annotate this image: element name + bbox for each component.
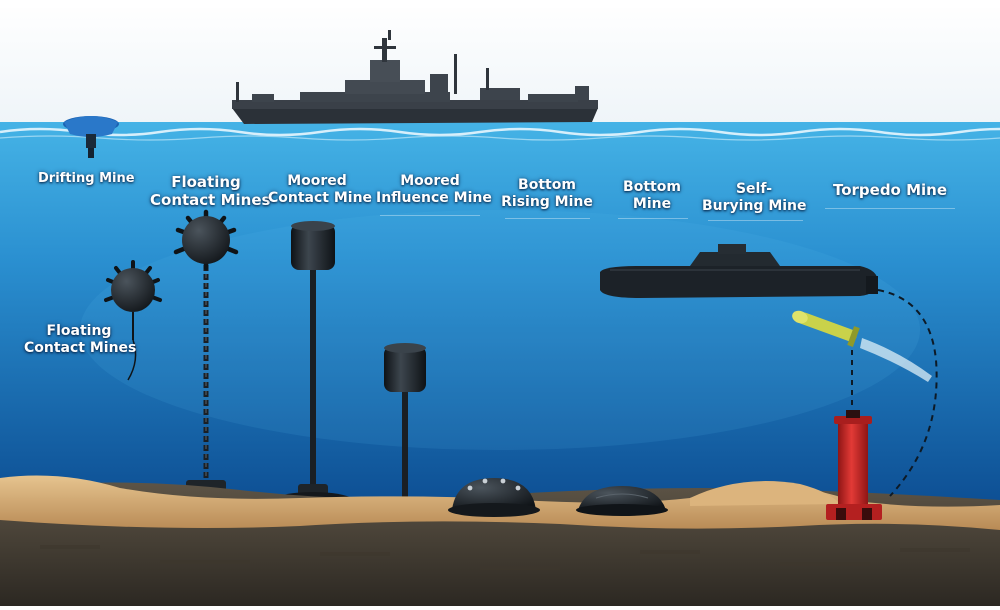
label-bottom-rising: Bottom Rising Mine (501, 177, 593, 210)
label-rule-moored-influence (380, 215, 480, 216)
label-drifting-mine: Drifting Mine (38, 171, 135, 186)
submarine (600, 244, 878, 298)
label-bottom-mine: Bottom Mine (623, 179, 681, 212)
label-floating-contact-left: Floating Contact Mines (24, 323, 137, 356)
label-self-burying: Self- Burying Mine (702, 181, 807, 214)
label-rule-self-burying (708, 220, 803, 221)
torpedo (792, 310, 932, 382)
label-rule-bottom-rising (505, 218, 590, 219)
floating-contact-mine-left (104, 260, 162, 381)
label-rule-bottom (618, 218, 688, 219)
label-rule-torpedo (825, 208, 955, 209)
bottom-mine (576, 486, 668, 516)
label-moored-influence: Moored Influence Mine (376, 173, 492, 206)
torpedo-mine-launcher (826, 410, 882, 520)
bottom-rising-mine (448, 478, 540, 517)
drifting-mine-buoy (63, 116, 119, 158)
label-torpedo-mine: Torpedo Mine (832, 181, 948, 199)
label-moored-contact: Moored Contact Mine (268, 173, 373, 206)
warship (232, 30, 598, 124)
label-floating-contact-top: Floating Contact Mines (150, 173, 271, 209)
